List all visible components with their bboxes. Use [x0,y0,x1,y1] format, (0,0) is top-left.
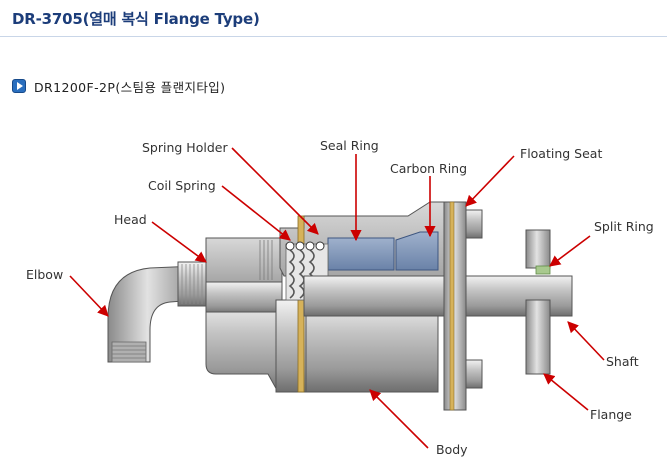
model-name: DR1200F-2P(스팀용 플랜지타입) [34,79,226,95]
label-spring-holder: Spring Holder [142,140,228,155]
label-head: Head [114,212,147,227]
play-arrow-icon [12,79,26,93]
leader-split-ring [549,235,591,267]
floating-seat-part [443,201,483,411]
leader-body [369,389,429,449]
label-elbow: Elbow [26,267,63,282]
seal-ring-part [327,237,395,271]
head-part [177,237,283,315]
label-body: Body [436,442,468,457]
label-coil-spring: Coil Spring [148,178,216,193]
elbow-part [107,265,197,363]
leader-flange [543,373,589,411]
leader-coil-spring [221,185,291,241]
leader-shaft [567,321,605,361]
leader-spring-holder [231,147,319,235]
label-flange: Flange [590,407,632,422]
title-divider [0,36,667,37]
carbon-ring-part [395,231,439,271]
body-part [205,299,439,393]
split-ring-part [535,265,551,275]
leader-elbow [69,275,109,317]
label-carbon-ring: Carbon Ring [390,161,467,176]
label-split-ring: Split Ring [594,219,654,234]
leader-head [151,221,207,263]
label-floating-seat: Floating Seat [520,146,602,161]
page-title: DR-3705(열매 복식 Flange Type) [12,10,260,28]
label-seal-ring: Seal Ring [320,138,379,153]
model-subtitle: DR1200F-2P(스팀용 플랜지타입) [12,76,225,96]
flange-part [525,229,551,375]
label-shaft: Shaft [606,354,639,369]
leader-floating-seat [465,155,515,207]
